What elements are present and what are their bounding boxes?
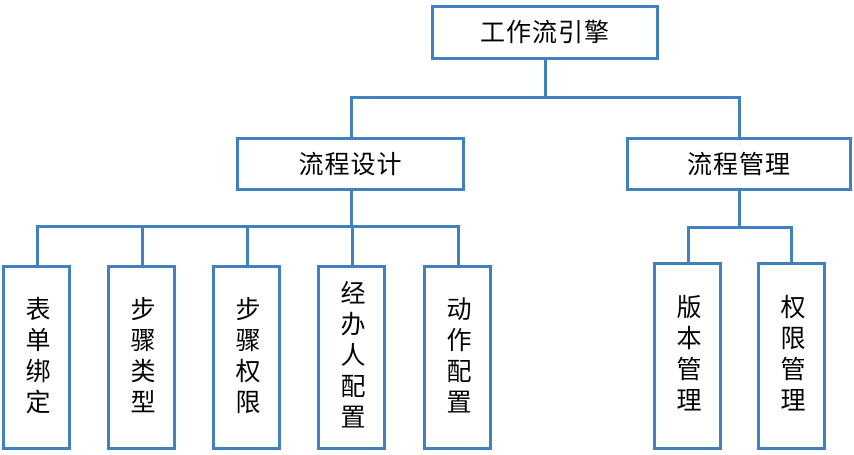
node-leaf-form-binding[interactable]: 表单绑定 bbox=[2, 265, 71, 450]
node-branch-left-label: 流程设计 bbox=[298, 149, 403, 179]
node-leaf-5-label: 动作配置 bbox=[443, 295, 472, 420]
node-leaf-permission-management[interactable]: 权限管理 bbox=[757, 262, 826, 450]
connector-drop-leaf-6 bbox=[687, 226, 690, 263]
connector-drop-branch-left bbox=[350, 96, 353, 138]
node-root-label: 工作流引擎 bbox=[479, 18, 610, 47]
node-root-workflow-engine[interactable]: 工作流引擎 bbox=[431, 5, 659, 60]
node-leaf-2-label: 步骤类型 bbox=[127, 295, 156, 420]
node-leaf-step-permissions[interactable]: 步骤权限 bbox=[212, 265, 281, 450]
node-leaf-1-label: 表单绑定 bbox=[22, 295, 51, 420]
connector-drop-leaf-3 bbox=[246, 225, 249, 266]
connector-root-stem bbox=[544, 59, 547, 98]
node-leaf-action-configuration[interactable]: 动作配置 bbox=[423, 265, 492, 450]
node-branch-right-label: 流程管理 bbox=[686, 149, 791, 179]
node-leaf-3-label: 步骤权限 bbox=[232, 295, 261, 420]
connector-drop-leaf-7 bbox=[790, 226, 793, 263]
node-leaf-version-management[interactable]: 版本管理 bbox=[653, 262, 722, 450]
node-leaf-handler-configuration[interactable]: 经办人配置 bbox=[317, 265, 386, 450]
node-leaf-4-label: 经办人配置 bbox=[337, 280, 366, 435]
node-leaf-6-label: 版本管理 bbox=[673, 294, 702, 418]
node-branch-process-management[interactable]: 流程管理 bbox=[626, 137, 852, 191]
node-leaf-7-label: 权限管理 bbox=[777, 294, 806, 418]
node-leaf-step-type[interactable]: 步骤类型 bbox=[107, 265, 176, 450]
connector-drop-leaf-4 bbox=[351, 225, 354, 266]
connector-drop-branch-right bbox=[738, 96, 741, 138]
connector-drop-leaf-5 bbox=[457, 225, 460, 266]
node-branch-process-design[interactable]: 流程设计 bbox=[236, 137, 465, 191]
connector-drop-leaf-2 bbox=[141, 225, 144, 266]
connector-left-branch-stem bbox=[350, 190, 353, 228]
connector-right-branch-bus bbox=[687, 226, 793, 229]
connector-level1-bus bbox=[350, 96, 741, 99]
connector-drop-leaf-1 bbox=[36, 225, 39, 266]
connector-right-branch-stem bbox=[738, 190, 741, 228]
